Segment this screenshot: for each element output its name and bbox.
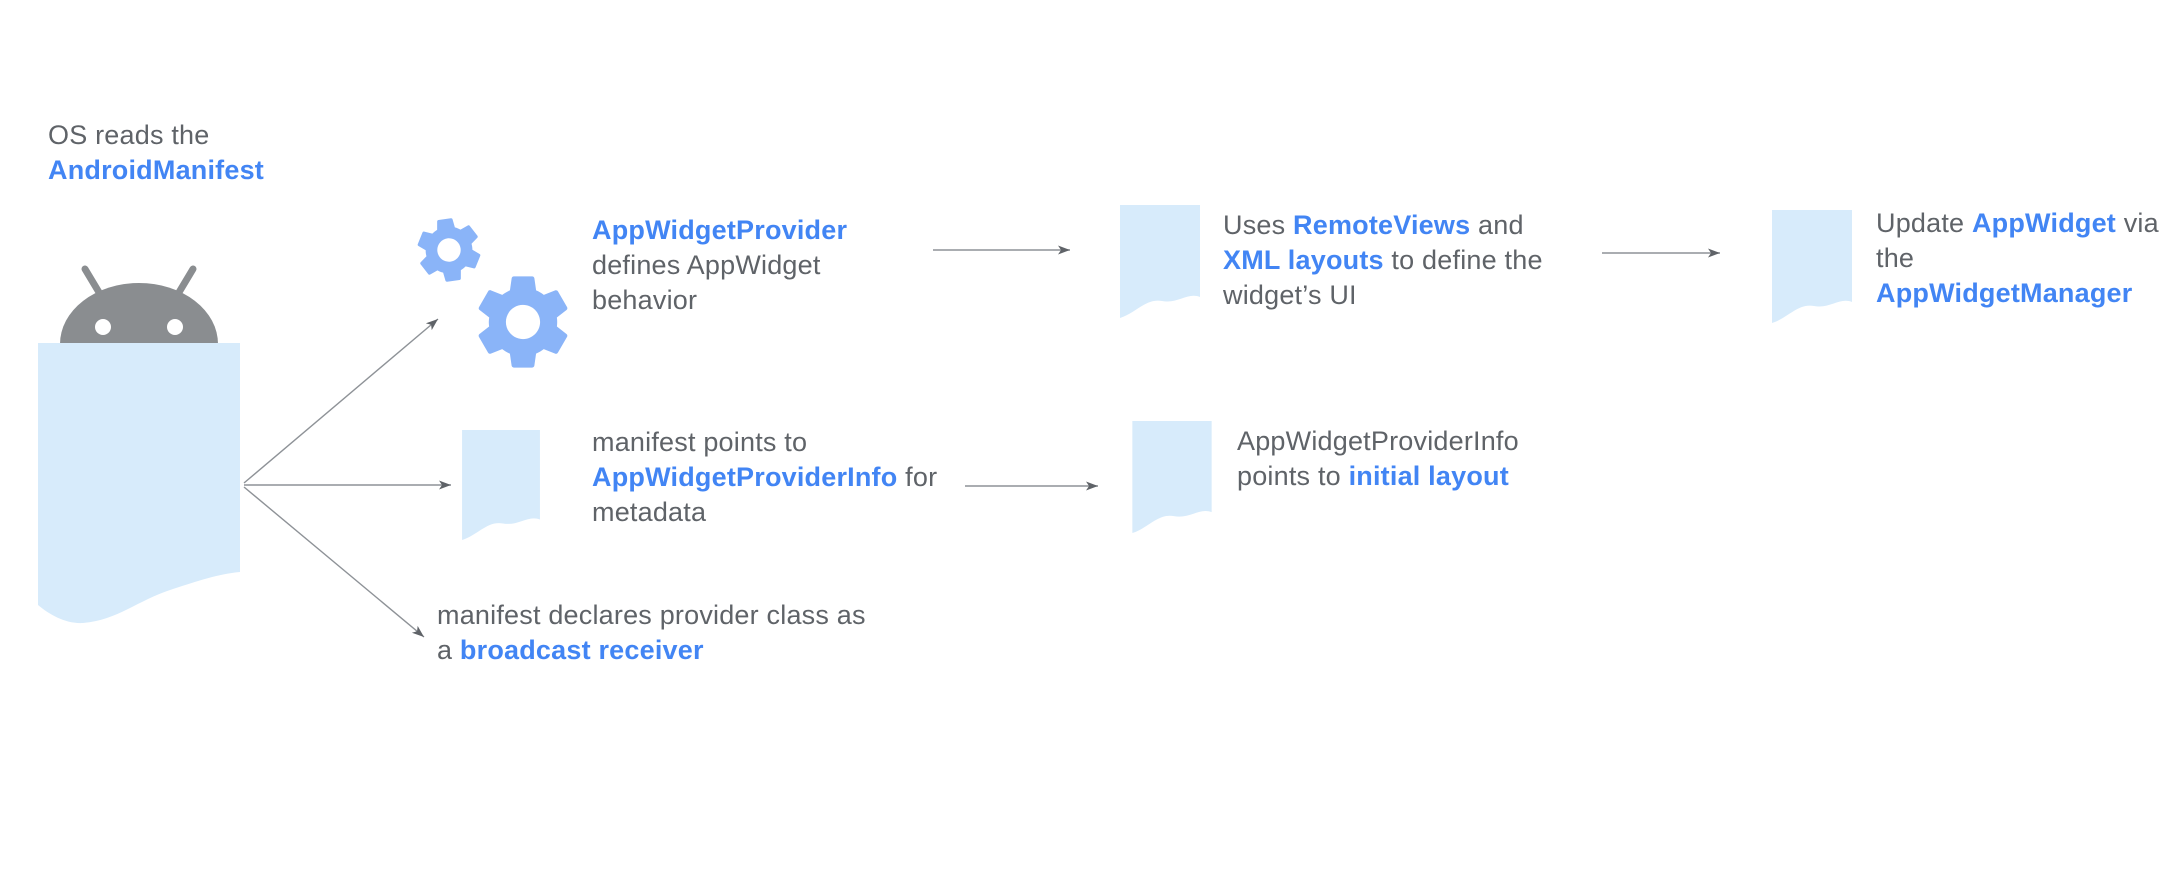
text-segment: Update [1876,208,1972,238]
term-link: AppWidgetProviderInfo [592,462,898,492]
term-link: initial layout [1348,461,1509,491]
term-link: AndroidManifest [48,155,264,185]
text-line: a broadcast receiver [437,633,866,668]
text-segment: metadata [592,497,707,527]
text-line: widget’s UI [1223,278,1543,313]
text-segment: via [2116,208,2159,238]
text-line: metadata [592,495,937,530]
text-line: defines AppWidget [592,248,847,283]
text-line: Update AppWidget via [1876,206,2159,241]
document-icon-remoteviews [1120,205,1200,318]
term-link: AppWidgetManager [1876,278,2133,308]
term-link: AppWidget [1971,208,2116,238]
text-line: Uses RemoteViews and [1223,208,1543,243]
text-segment: AppWidgetProviderInfo [1237,426,1519,456]
arrow-manifest-to-broadcast [243,486,425,638]
text-segment: points to [1237,461,1349,491]
android-robot-icon [60,265,218,344]
text-segment: a [437,635,460,665]
arrow-manifest-to-provider [243,318,439,484]
text-segment: defines AppWidget [592,250,821,280]
text-segment: behavior [592,285,698,315]
term-link: RemoteViews [1293,210,1471,240]
text-line: the [1876,241,2159,276]
text-line: AppWidgetProviderInfo [1237,424,1519,459]
term-link: XML layouts [1223,245,1384,275]
document-icon-update [1772,210,1852,323]
document-icon-providerinfo [462,430,540,540]
text-line: AppWidgetManager [1876,276,2159,311]
text-segment: OS reads the [48,120,210,150]
text-segment: manifest points to [592,427,808,457]
text-line: manifest declares provider class as [437,598,866,633]
text-segment: Uses [1223,210,1294,240]
term-link: AppWidgetProvider [592,215,848,245]
text-segment: manifest declares provider class as [437,600,866,630]
text-segment: widget’s UI [1223,280,1357,310]
document-icon-initial-layout [1132,421,1212,533]
small-gear-icon [417,218,481,282]
manifest-document-icon [38,343,240,624]
text-line: OS reads the [48,118,264,153]
text-line: XML layouts to define the [1223,243,1543,278]
large-gear-icon [476,273,570,371]
provider-behavior-label: AppWidgetProvider defines AppWidget behavi… [592,213,847,318]
text-segment: to define the [1383,245,1543,275]
text-line: behavior [592,283,847,318]
text-line: AppWidgetProvider [592,213,847,248]
term-link: broadcast receiver [459,635,704,665]
text-line: AndroidManifest [48,153,264,188]
text-segment: and [1470,210,1524,240]
text-line: points to initial layout [1237,459,1519,494]
android-manifest-figure [38,264,240,625]
text-segment: the [1876,243,1915,273]
text-line: manifest points to [592,425,937,460]
text-segment: for [897,462,938,492]
text-line: AppWidgetProviderInfo for [592,460,937,495]
